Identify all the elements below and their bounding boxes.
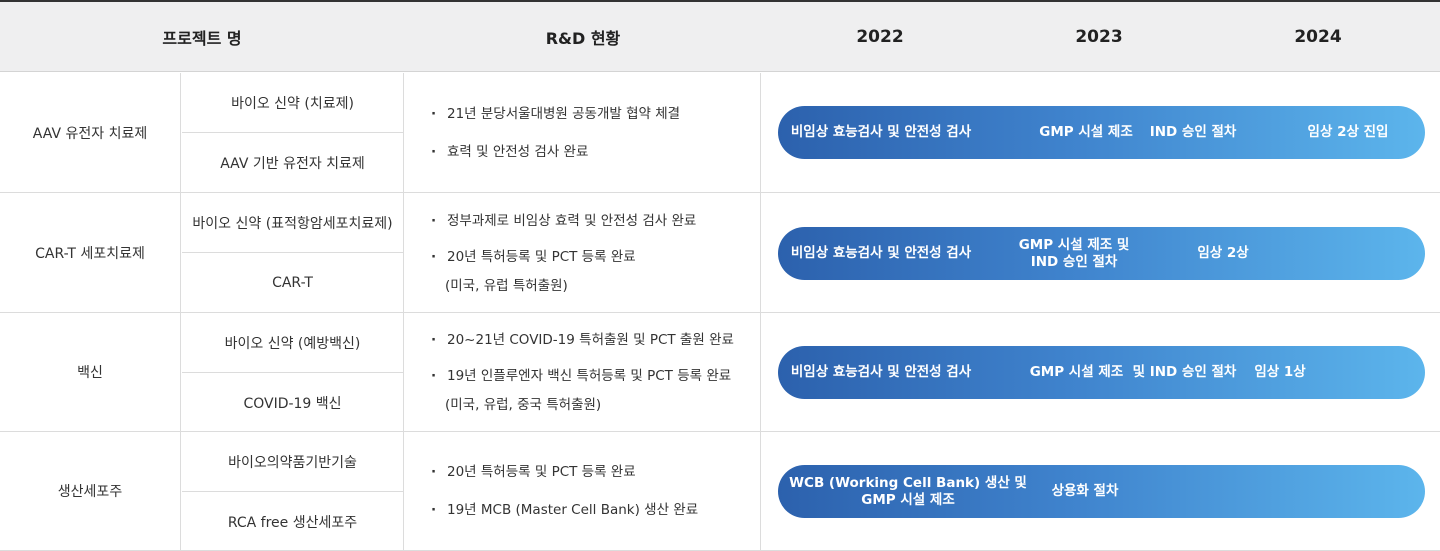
bar-stage: GMP 시설 제조 및 IND 승인 절차 <box>1029 364 1237 380</box>
header-rd: R&D 현황 <box>545 29 621 48</box>
rd-item: 20년 특허등록 및 PCT 등록 완료(미국, 유럽 특허출원) <box>431 242 760 300</box>
rd-item: 19년 인플루엔자 백신 특허등록 및 PCT 등록 완료(미국, 유럽, 중국… <box>431 361 760 419</box>
rd-item: 20년 특허등록 및 PCT 등록 완료 <box>431 457 760 487</box>
project-name: 백신 <box>0 313 181 431</box>
rd-item: 20~21년 COVID-19 특허출원 및 PCT 출원 완료 <box>431 325 760 355</box>
sub-project: 바이오의약품기반기술 <box>182 432 404 492</box>
top-rule <box>0 0 1440 2</box>
bar-stage: 임상 2상 진입 <box>1307 124 1389 140</box>
bar-stage: 비임상 효능검사 및 안전성 검사 <box>790 364 972 380</box>
bar-stage: 임상 1상 <box>1254 364 1306 380</box>
project-name: 생산세포주 <box>0 432 181 550</box>
table-row: 생산세포주 바이오의약품기반기술 RCA free 생산세포주 20년 특허등록… <box>0 432 1440 551</box>
rd-item: 효력 및 안전성 검사 완료 <box>431 137 760 167</box>
bar-stage: IND 승인 절차 <box>1149 124 1237 140</box>
timeline-bar: 비임상 효능검사 및 안전성 검사 GMP 시설 제조 및 IND 승인 절차 … <box>778 346 1425 399</box>
table-header: 프로젝트 명 R&D 현황 2022 2023 2024 <box>0 2 1440 72</box>
sub-project: COVID-19 백신 <box>182 373 404 432</box>
rd-status: 20~21년 COVID-19 특허출원 및 PCT 출원 완료 19년 인플루… <box>405 313 761 431</box>
project-name: CAR-T 세포치료제 <box>0 193 181 312</box>
project-name: AAV 유전자 치료제 <box>0 73 181 192</box>
sub-project: 바이오 신약 (표적항암세포치료제) <box>182 193 404 253</box>
rd-item: 19년 MCB (Master Cell Bank) 생산 완료 <box>431 495 760 525</box>
bar-stage: 상용화 절차 <box>1051 483 1119 499</box>
sub-project: RCA free 생산세포주 <box>182 492 404 551</box>
rd-status: 21년 분당서울대병원 공동개발 협약 체결 효력 및 안전성 검사 완료 <box>405 73 761 192</box>
table-row: AAV 유전자 치료제 바이오 신약 (치료제) AAV 기반 유전자 치료제 … <box>0 73 1440 193</box>
rd-item: 21년 분당서울대병원 공동개발 협약 체결 <box>431 99 760 129</box>
sub-project: 바이오 신약 (예방백신) <box>182 313 404 373</box>
bar-stage: 비임상 효능검사 및 안전성 검사 <box>790 124 972 140</box>
bar-stage: 비임상 효능검사 및 안전성 검사 <box>790 245 972 261</box>
table-row: CAR-T 세포치료제 바이오 신약 (표적항암세포치료제) CAR-T 정부과… <box>0 193 1440 313</box>
header-project: 프로젝트 명 <box>162 29 242 48</box>
header-year-2024: 2024 <box>1294 27 1342 47</box>
rd-item: 정부과제로 비임상 효력 및 안전성 검사 완료 <box>431 206 760 236</box>
bar-stage: GMP 시설 제조 <box>1039 124 1133 140</box>
rd-status: 20년 특허등록 및 PCT 등록 완료 19년 MCB (Master Cel… <box>405 432 761 550</box>
header-year-2023: 2023 <box>1075 27 1123 47</box>
table-row: 백신 바이오 신약 (예방백신) COVID-19 백신 20~21년 COVI… <box>0 313 1440 432</box>
timeline-bar: 비임상 효능검사 및 안전성 검사 GMP 시설 제조 IND 승인 절차 임상… <box>778 106 1425 159</box>
rd-status: 정부과제로 비임상 효력 및 안전성 검사 완료 20년 특허등록 및 PCT … <box>405 193 761 312</box>
bar-stage: 임상 2상 <box>1197 245 1249 261</box>
sub-project: AAV 기반 유전자 치료제 <box>182 133 404 193</box>
header-year-2022: 2022 <box>856 27 904 47</box>
sub-project: 바이오 신약 (치료제) <box>182 73 404 133</box>
sub-project: CAR-T <box>182 253 404 313</box>
